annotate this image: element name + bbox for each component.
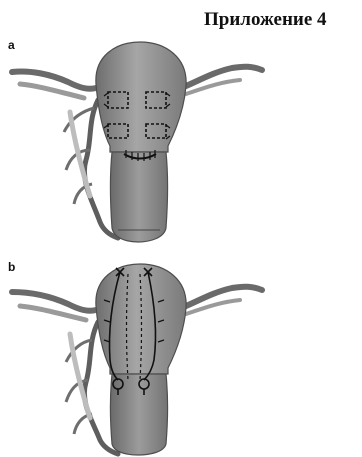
diagram-a — [12, 42, 262, 242]
uterus-body-a — [96, 42, 186, 152]
cervix-a — [111, 152, 168, 242]
diagram-b — [12, 264, 262, 455]
